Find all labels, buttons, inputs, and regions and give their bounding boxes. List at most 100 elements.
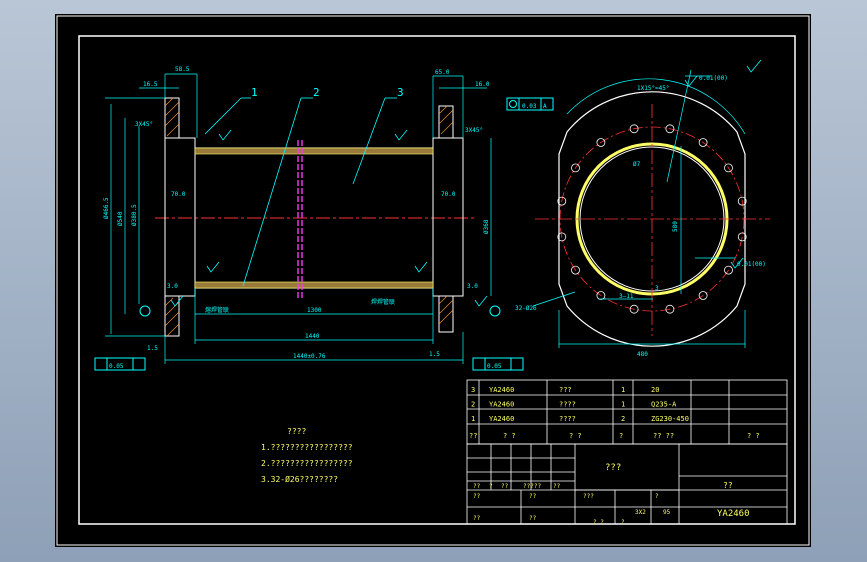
bolt-hole <box>724 265 733 275</box>
datum-marker-right <box>489 305 501 317</box>
angle-note: 1X15°=45° <box>637 85 670 92</box>
bolt-hole <box>665 124 675 134</box>
dim-left-dia-inner: Ø380.5 <box>131 204 138 226</box>
hole-callout: 32-Ø26 <box>515 305 537 312</box>
dim-left-30: 3.0 <box>167 283 178 290</box>
bolt-hole <box>571 265 580 275</box>
title-block: ??? ?? YA2460 ??? 3X2 95 ? ? ?? ? ?? ???… <box>466 443 788 526</box>
bolt-hole <box>724 163 733 173</box>
part-number-3: 3 <box>397 86 404 99</box>
tolerance-box-right <box>472 357 524 371</box>
outer-frame <box>56 15 810 546</box>
dim-right-view-dia: 580 <box>672 221 679 232</box>
note-line-1: 1.????????????????? <box>261 443 353 452</box>
svg-text:??: ?? <box>553 483 561 490</box>
bom-cell-qty: 1 <box>621 401 625 409</box>
dia-note: Ø7 <box>633 161 641 168</box>
bolt-hole <box>596 291 606 300</box>
bom-header-material: ?? ?? <box>653 432 674 440</box>
bolt-hole <box>557 232 567 242</box>
tolerance-box-left <box>94 357 146 371</box>
bom-header-qty: ? <box>619 432 623 440</box>
bolt-hole <box>698 138 708 147</box>
bom-cell-material: Q235-A <box>651 401 677 409</box>
bom-cell-code: YA2460 <box>489 401 514 409</box>
datum-marker-left <box>139 305 151 317</box>
bolt-holes <box>557 124 747 314</box>
bolt-hole <box>596 138 606 147</box>
svg-text:??: ?? <box>501 483 509 490</box>
drawing-sheet[interactable]: 16.5 58.5 65.0 16.0 3X45° 3X45° 70.0 70.… <box>55 14 811 547</box>
label-left: 熔焊管联 <box>205 306 229 314</box>
dim-chamfer-left: 3X45° <box>135 121 153 128</box>
note-line-2: 2.????????????????? <box>261 459 353 468</box>
svg-text:?????: ????? <box>523 483 541 490</box>
bom-cell-code: YA2460 <box>489 415 514 423</box>
general-finish-symbol <box>746 59 762 73</box>
side-view <box>532 59 770 348</box>
bom-cell-no: 1 <box>471 415 475 423</box>
dim-chamfer-right: 3X45° <box>465 127 483 134</box>
dim-top-right-small: 16.0 <box>475 81 490 88</box>
flatness-value: 0.03 <box>522 103 537 110</box>
left-flange-body <box>164 137 196 297</box>
dim-b11: 3—11 <box>619 293 634 300</box>
tol-left: 0.05 <box>109 363 124 370</box>
bolt-hole <box>698 291 708 300</box>
svg-text:?: ? <box>489 483 493 490</box>
bom-cell-code: YA2460 <box>489 386 514 394</box>
dim-right-30: 3.0 <box>467 283 478 290</box>
bolt-hole <box>571 163 580 173</box>
dimension-lines <box>105 73 492 364</box>
count-value: 3X2 <box>635 509 646 516</box>
scale-label: ??? <box>583 493 594 500</box>
tolerance-box-top <box>506 97 554 111</box>
bolt-hole <box>737 232 747 242</box>
dim-right-70: 70.0 <box>441 191 456 198</box>
drawing-canvas[interactable]: 16.5 58.5 65.0 16.0 3X45° 3X45° 70.0 70.… <box>55 14 811 547</box>
surface-note-top: 0.01(00) <box>699 75 728 82</box>
part-number-2: 2 <box>313 86 320 99</box>
svg-text:?: ? <box>621 519 625 526</box>
bom-cell-no: 3 <box>471 386 475 394</box>
barrel-wall-bottom <box>194 281 434 289</box>
svg-text:?: ? <box>655 493 659 500</box>
label-right: 焊焊管联 <box>371 298 395 306</box>
bom-cell-no: 2 <box>471 401 475 409</box>
dim-top-right-flange: 65.0 <box>435 69 450 76</box>
inner-frame <box>78 35 796 525</box>
dim-left-15: 1.5 <box>147 345 158 352</box>
datum-a-label: A <box>543 103 547 110</box>
dim-bottom-total: 1440±0.76 <box>293 353 326 360</box>
sheet-value: ? ? <box>593 519 604 526</box>
dim-right-15: 1.5 <box>429 351 440 358</box>
svg-text:??: ?? <box>529 493 537 500</box>
dim-left-dia-outer: Ø466.5 <box>103 197 110 219</box>
bolt-hole <box>557 196 567 206</box>
bolt-hole <box>665 304 675 314</box>
dim-right-dia-inner: Ø368 <box>483 219 490 234</box>
drawing-number: YA2460 <box>717 509 750 519</box>
dim-bottom-inner: 1300 <box>307 307 322 314</box>
leader-1 <box>204 97 242 135</box>
dim-top-left-small: 16.5 <box>143 81 158 88</box>
leader-3 <box>352 97 386 185</box>
technical-notes: ???? 1.????????????????? 2.?????????????… <box>261 427 353 484</box>
dim-left-70: 70.0 <box>171 191 186 198</box>
right-flange-body <box>432 137 464 297</box>
bolt-hole <box>629 124 639 134</box>
barrel-wall-top <box>194 147 434 155</box>
bom-cell-name: ???? <box>559 415 576 423</box>
flange-hatching <box>164 97 454 337</box>
bom-cell-qty: 2 <box>621 415 625 423</box>
bom-header-seq: ?? <box>469 432 477 440</box>
svg-text:??: ?? <box>473 493 481 500</box>
bolt-hole <box>737 196 747 206</box>
bom-header-code: ? ? <box>503 432 516 440</box>
front-view <box>94 73 554 371</box>
dim-left-dia-mid: Ø540 <box>117 211 124 226</box>
flange-outline <box>558 91 746 347</box>
dim-d3: 3 <box>655 285 659 292</box>
